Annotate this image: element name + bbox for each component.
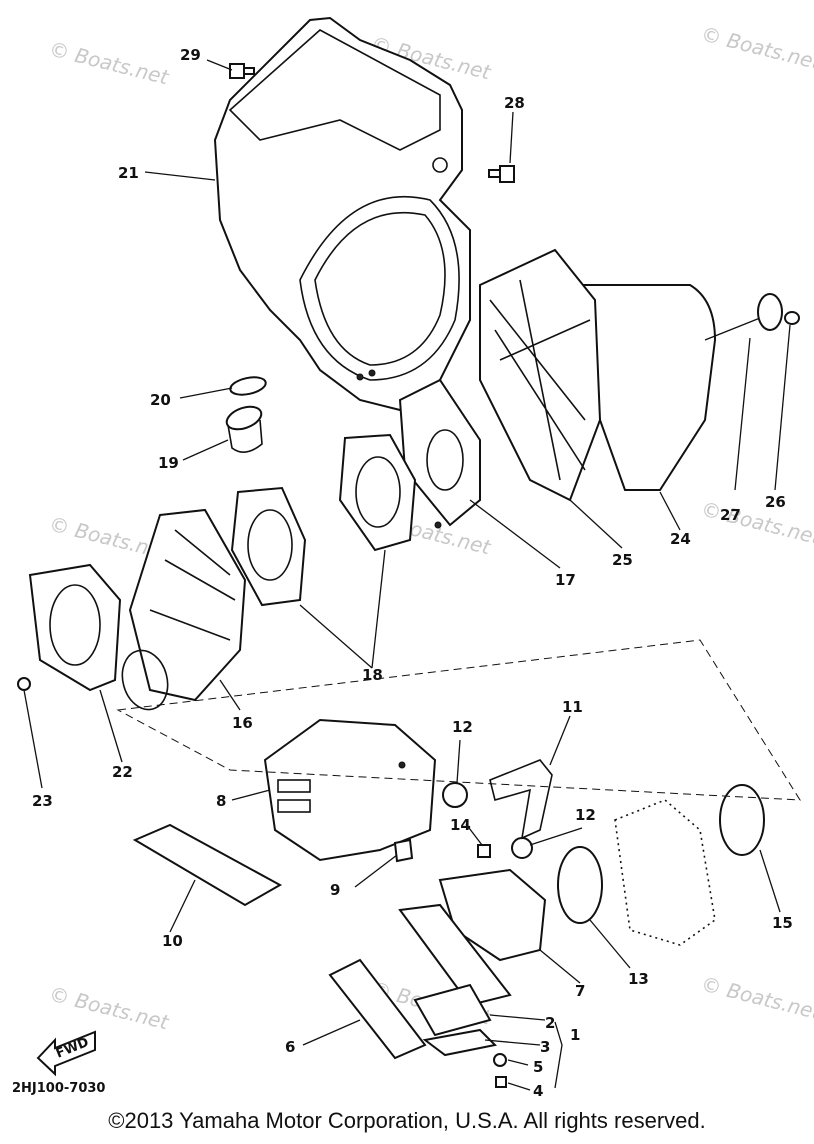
seal-20 [229,376,267,396]
fwd-arrow: FWD [36,1030,96,1077]
watermark: © Boats.net [47,37,172,90]
gasket-6 [328,958,427,1060]
watermark: © Boats.net [699,22,814,75]
air-filter-element-24 [573,284,717,491]
part-label-8: 8 [216,792,226,810]
hose-11 [489,759,553,840]
part-label-26: 26 [765,493,786,511]
copyright-notice: ©2013 Yamaha Motor Corporation, U.S.A. A… [108,1108,706,1133]
part-label-13: 13 [628,970,649,988]
air-box-case [213,16,471,412]
part-label-7: 7 [575,982,585,1000]
part-labels: 29 28 21 20 19 27 26 24 25 17 18 16 22 2… [32,46,793,1100]
part-label-20: 20 [150,391,171,409]
bolt-23 [17,677,31,691]
part-label-22: 22 [112,763,133,781]
part-label-17: 17 [555,571,576,589]
fitting-plate-17 [398,378,481,529]
part-label-25: 25 [612,551,633,569]
clamp-15 [719,784,765,856]
part-label-23: 23 [32,792,53,810]
label-9 [393,838,414,863]
part-label-11: 11 [562,698,583,716]
part-label-5: 5 [533,1058,543,1076]
part-label-14: 14 [450,816,471,834]
clamp-12 [442,782,468,808]
part-label-6: 6 [285,1038,295,1056]
bracket-1 [554,1021,563,1089]
part-label-9: 9 [330,881,340,899]
band-10 [132,823,283,907]
part-label-10: 10 [162,932,183,950]
leader-lines [23,59,791,1091]
part-label-18: 18 [362,666,383,684]
part-label-2: 2 [545,1014,555,1032]
part-label-29: 29 [180,46,201,64]
watermark: © Boats.net [699,972,814,1025]
watermark: © Boats.net [699,497,814,550]
part-label-1: 1 [570,1026,580,1044]
part-label-19: 19 [158,454,179,472]
clamp-12 [511,837,533,859]
bolt-29 [229,63,255,79]
joint-19 [225,405,263,453]
reed-valve-assembly [398,903,512,1088]
bolt-27 [704,293,783,341]
part-label-24: 24 [670,530,691,548]
air-filter-joint-16 [121,508,247,711]
bolt-28 [488,165,515,183]
assembly-line [116,639,801,801]
part-label-4: 4 [533,1082,543,1100]
cover-22 [28,563,122,692]
part-label-12: 12 [575,806,596,824]
cover-8 [263,718,437,862]
part-label-12: 12 [452,718,473,736]
clamp-13 [557,846,603,924]
part-label-27: 27 [720,506,741,524]
part-label-28: 28 [504,94,525,112]
part-label-3: 3 [540,1038,550,1056]
watermark: © Boats.net [47,982,172,1035]
part-label-15: 15 [772,914,793,932]
carburetor-outline [614,799,716,946]
element-guide-25 [479,248,602,502]
washer-26 [784,311,800,325]
screw-14 [477,844,491,858]
part-label-21: 21 [118,164,139,182]
part-label-16: 16 [232,714,253,732]
gasket-18 [230,433,417,607]
diagram-code: 2HJ100-7030 [12,1081,105,1096]
